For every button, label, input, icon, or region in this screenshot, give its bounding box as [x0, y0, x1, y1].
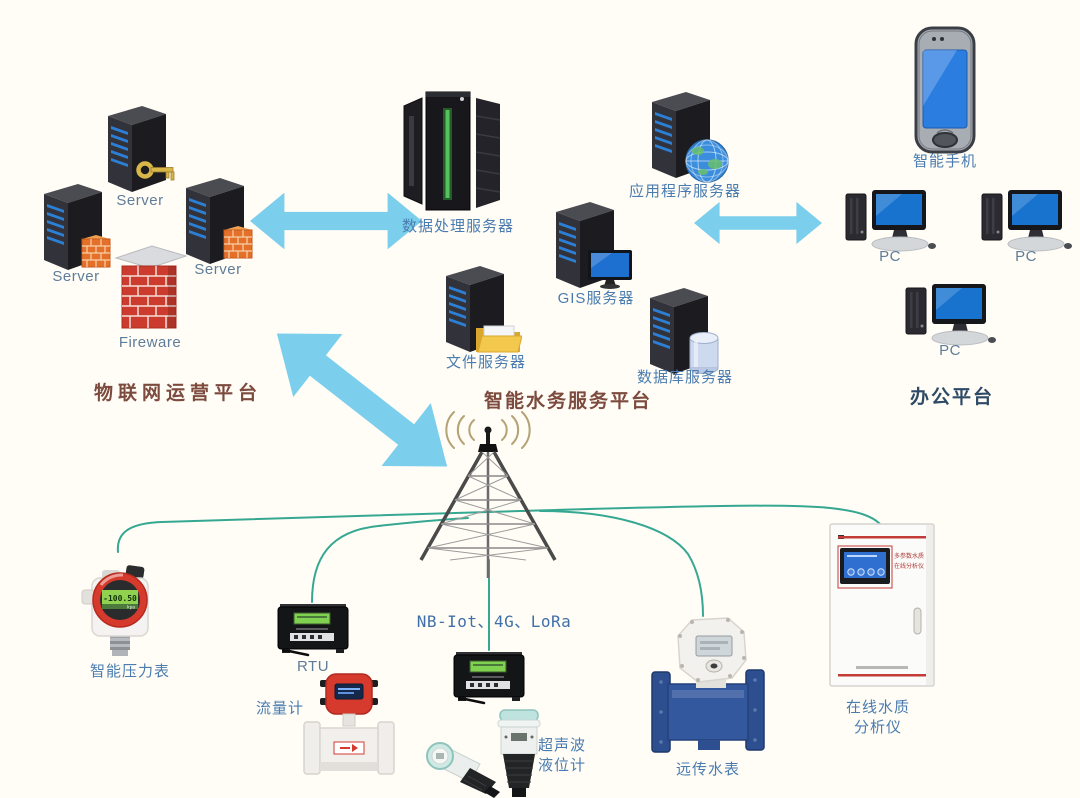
analyzer-cabinet: 多参数水质 在线分析仪	[826, 520, 938, 692]
link-gauge-to-analyzer-via-tower	[116, 504, 881, 553]
ultrasonic-label-line2: 液位计	[537, 757, 586, 774]
rtu-icon	[276, 602, 350, 657]
water-meter-icon	[651, 617, 765, 753]
analyzer-label-line2: 分析仪	[853, 719, 902, 736]
pc1-label: PC	[879, 248, 901, 265]
pc3-label: PC	[939, 342, 961, 359]
data-server-label: 数据处理服务器	[401, 218, 514, 235]
app-server-label: 应用程序服务器	[628, 183, 741, 200]
pc2-icon	[981, 189, 1073, 252]
analyzer-cabinet-icon	[829, 523, 935, 687]
data-processing-server-icon	[403, 91, 501, 211]
firewall-brick-icon	[115, 245, 187, 329]
analyzer-panel-text-line2: 在线分析仪	[894, 563, 925, 570]
ultrasonic-label-line1: 超声波	[537, 737, 586, 754]
file-server-label: 文件服务器	[445, 354, 526, 371]
water-platform-title: 智能水务服务平台	[483, 391, 652, 412]
pc3-icon	[905, 283, 997, 346]
arrow-iot-water-icon	[250, 192, 422, 250]
arrow-iot-tower-icon	[276, 333, 448, 467]
office-platform-title: 办公平台	[909, 387, 994, 408]
pc2-label: PC	[1015, 248, 1037, 265]
network-protocol-label: NB-Iot、4G、LoRa	[416, 612, 572, 631]
pressure-gauge-icon: -100.50 kpa	[81, 565, 149, 656]
water-meter-label: 远传水表	[675, 761, 740, 778]
analyzer-label-line1: 在线水质	[845, 699, 910, 716]
smartphone-icon	[914, 26, 976, 154]
rtu2-icon	[452, 650, 526, 705]
link-tower-to-water-meter	[539, 510, 704, 617]
flow-meter-label: 流量计	[255, 700, 304, 717]
server-right-label: Server	[194, 261, 242, 278]
fireware-label: Fireware	[118, 334, 182, 351]
iot-platform-title: 物联网运营平台	[93, 383, 262, 404]
radio-tower-icon	[419, 411, 557, 578]
ultrasonic-sensor-tilted-icon	[426, 742, 500, 798]
analyzer-panel-text-line1: 多参数水质	[894, 554, 925, 560]
analyzer-panel-text: 多参数水质 在线分析仪	[894, 553, 934, 572]
pc1-icon	[845, 189, 937, 252]
gauge-unit: kpa	[127, 605, 135, 611]
gis-server-label: GIS服务器	[557, 290, 635, 307]
link-rtu-to-tower	[311, 517, 469, 603]
smartphone-label: 智能手机	[912, 153, 977, 170]
pressure-gauge-label: 智能压力表	[89, 663, 170, 680]
rtu-label: RTU	[296, 658, 330, 675]
application-server-icon	[652, 92, 729, 183]
file-server-icon	[446, 266, 522, 353]
flow-meter-icon	[303, 673, 395, 775]
gauge-reading: -100.50	[103, 594, 137, 603]
db-server-label: 数据库服务器	[636, 369, 733, 386]
gis-server-icon	[556, 202, 632, 289]
server-left-label: Server	[52, 268, 100, 285]
server-firewall-icon	[44, 184, 111, 270]
arrow-water-office-icon	[694, 201, 822, 245]
server-top-label: Server	[116, 192, 164, 209]
